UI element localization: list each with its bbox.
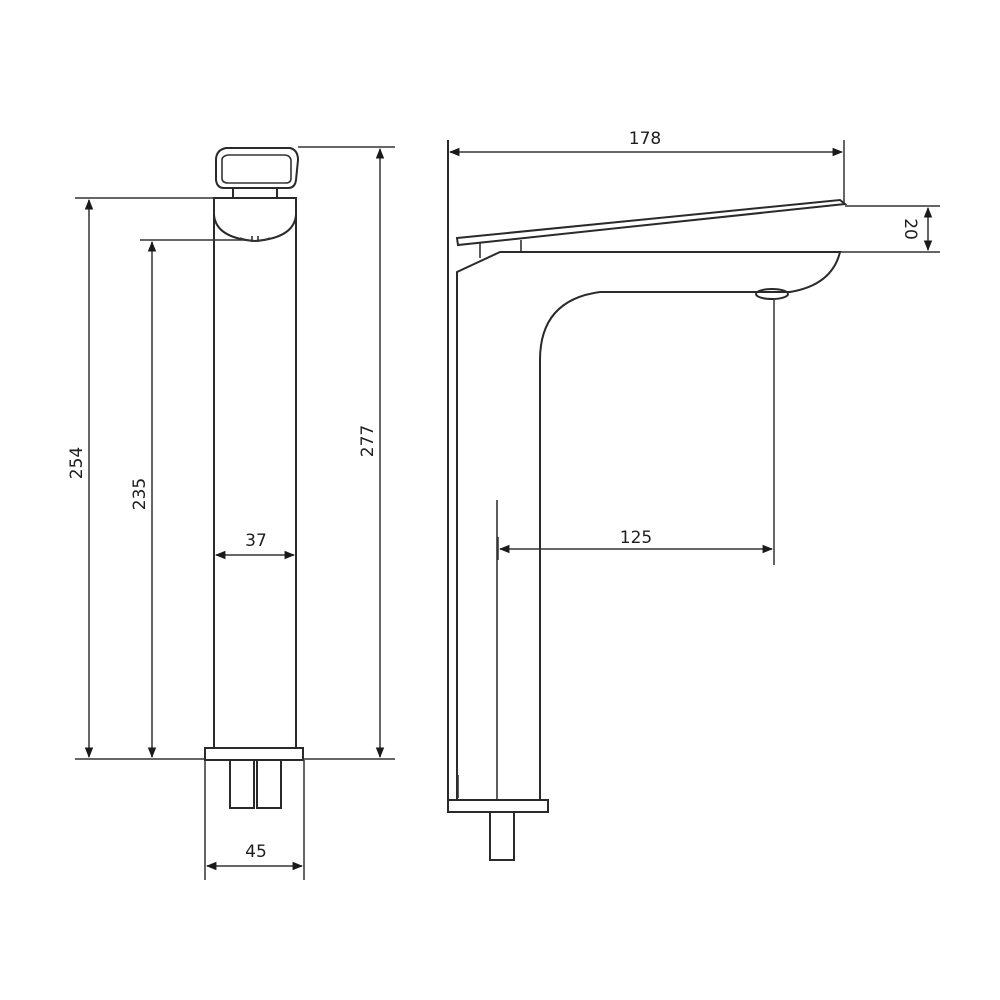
dimension-277: 277 [358, 147, 385, 759]
side-base-plate [447, 799, 549, 813]
dimension-20: 20 [900, 206, 933, 252]
dimension-label-254: 254 [67, 447, 87, 479]
front-spout-head [213, 197, 297, 243]
dimension-label-277: 277 [358, 425, 378, 457]
side-lever [455, 198, 848, 247]
dimension-label-45: 45 [245, 842, 267, 862]
side-spout-body [456, 251, 842, 800]
dimension-178: 178 [448, 129, 844, 157]
dimension-235: 235 [130, 240, 157, 759]
front-view: 254 235 277 37 45 [67, 146, 395, 880]
dimension-125: 125 [497, 528, 774, 560]
dimension-label-235: 235 [130, 478, 150, 510]
side-view: 178 20 125 [447, 129, 940, 861]
dimension-label-178: 178 [629, 129, 661, 149]
dimension-label-125: 125 [620, 528, 652, 548]
front-connectors [229, 759, 282, 809]
front-base-plate [204, 747, 304, 761]
dimension-37: 37 [214, 531, 296, 560]
dimension-254: 254 [67, 198, 94, 759]
dimension-45: 45 [205, 842, 304, 871]
front-handle [215, 147, 300, 198]
side-aerator [755, 288, 789, 300]
front-body [213, 197, 297, 749]
side-connector [489, 811, 515, 861]
dimension-label-20: 20 [900, 218, 920, 240]
dimension-label-37: 37 [245, 531, 267, 551]
